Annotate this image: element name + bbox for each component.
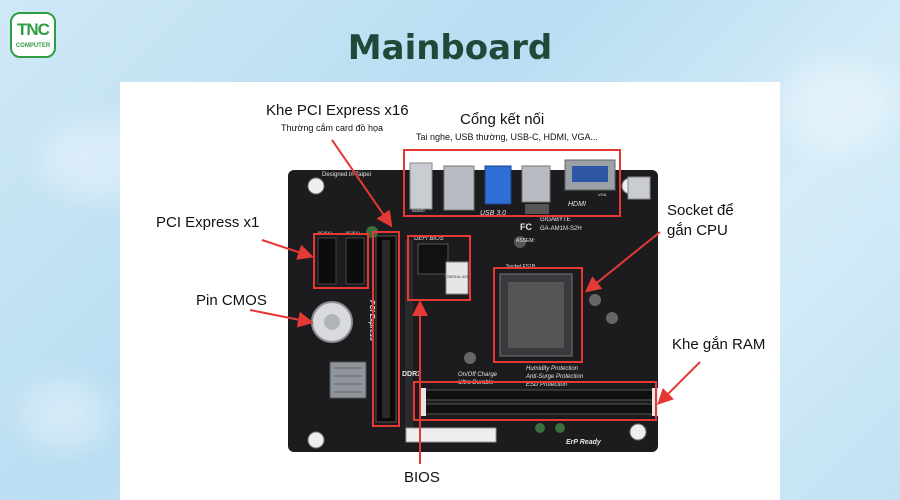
label-pcie-x16: Khe PCI Express x16 [266,102,409,119]
label-pcie-x16-sub: Thường cắm card đồ họa [281,123,383,133]
hdmi-port [525,204,549,214]
board-text-ddr3: DDR3 [402,371,421,378]
label-socket-line1: Socket để [667,202,734,219]
mount-hole [307,177,325,195]
board-text-humidity: Humidity Protection [526,366,579,372]
board-text-vga: VGA [598,192,607,197]
serial-ata-port [445,261,469,295]
bios-chip [417,243,449,275]
circuit-strip [405,240,413,430]
cmos-arrow [249,309,314,328]
background-cloud [780,60,890,150]
board-text-designed: Designed in Taipei [322,172,371,178]
pcie-x16-slot-inner [382,240,390,418]
label-ram: Khe gắn RAM [672,336,766,353]
pcie-x1-arrow [261,239,314,260]
ram-slot [423,403,655,415]
tnc-computer-logo: TNC COMPUTER [10,12,56,58]
label-bios: BIOS [404,469,440,486]
pcie-x16-arrow [331,139,393,228]
label-socket-line2: gắn CPU [667,222,728,239]
board-text-pcie: PCI Express [368,300,375,341]
board-text-pciex1-b: PCIEX1 [346,230,361,235]
board-text-pciex1-a: PCIEX1 [318,230,333,235]
label-ports-sub: Tai nghe, USB thường, USB-C, HDMI, VGA..… [416,132,598,142]
ports-highlight-box [403,149,621,217]
label-cmos: Pin CMOS [196,292,267,309]
board-text-fc: FC [520,222,532,232]
pcie-x1-slot [345,237,365,285]
label-pcie-x1: PCI Express x1 [156,214,260,231]
background-cloud [20,380,110,450]
logo-subtext: COMPUTER [15,43,51,49]
mount-hole [307,431,325,449]
board-text-esd: ESD Protection [526,382,568,388]
board-text-antisurge: Anti-Surge Protection [525,374,584,380]
usb3-port [484,165,512,205]
pcie-x16-highlight-box [372,231,400,427]
bios-highlight-box [407,235,471,301]
logo-mark: TNC [17,20,50,39]
lan-port [443,165,475,211]
chipset-heatsink [329,361,367,399]
ram-slot-clip [420,388,426,416]
board-text-serial-ata: SERIAL ATA [447,274,469,279]
label-ports: Cổng kết nối [460,111,545,128]
board-text-erp: ErP Ready [566,439,602,446]
board-text-gigabyte: GIGABYTE [540,217,571,223]
ps2-port [627,176,651,200]
vga-port-inner [572,166,608,182]
board-text-onoff: On/Off Charge [458,372,498,378]
board-text-uefi: UEFI BIOS [414,236,444,242]
board-text-audio: AUDIO [412,208,425,213]
cpu-socket-inner [508,282,564,348]
cmos-battery-center [324,314,340,330]
board-text-assem: ASSEM: [516,238,535,244]
ram-arrow [657,361,701,405]
board-text-hdmi: HDMI [568,201,586,208]
mount-hole [629,423,647,441]
ram-highlight-box [413,381,657,421]
ram-slot [423,389,655,401]
audio-port [409,162,433,210]
usb-port [521,165,551,203]
board-text-model: GA-AM1M-S2H [540,226,582,232]
board-text-usb30: USB 3.0 [480,210,506,217]
cpu-socket-highlight-box [493,267,583,363]
pcie-x1-highlight-box [313,233,369,289]
atx-power-connector [405,427,497,443]
pcie-x1-slot [317,237,337,285]
socket-arrow [584,231,661,293]
page-title: Mainboard [347,28,553,68]
